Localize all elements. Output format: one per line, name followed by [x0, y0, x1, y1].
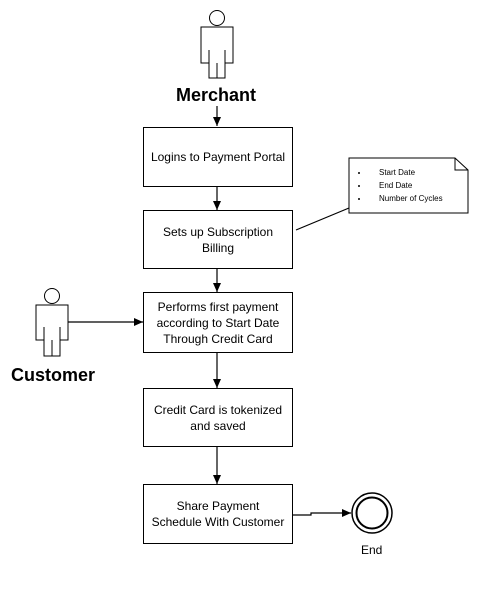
merchant-label: Merchant [176, 85, 257, 105]
step-login: Logins to Payment Portal [143, 127, 293, 187]
arrow-share-to-end [292, 509, 351, 517]
end-label: End [361, 543, 383, 557]
customer-actor-icon [35, 288, 69, 357]
note-item-number-of-cycles: Number of Cycles [369, 192, 465, 205]
end-event-icon [351, 492, 393, 534]
note-item-start-date: Start Date [369, 166, 465, 179]
merchant-actor-icon [200, 10, 234, 79]
step-tokenize-card: Credit Card is tokenized and saved [143, 388, 293, 447]
note-item-end-date: End Date [369, 179, 465, 192]
step-setup-subscription: Sets up Subscription Billing [143, 210, 293, 269]
note-connector [295, 207, 350, 231]
customer-label: Customer [11, 365, 96, 385]
subscription-note: Start Date End Date Number of Cycles [355, 166, 465, 205]
step-first-payment: Performs first payment according to Star… [143, 292, 293, 353]
note-shape [348, 157, 469, 214]
step-share-schedule: Share Payment Schedule With Customer [143, 484, 293, 544]
